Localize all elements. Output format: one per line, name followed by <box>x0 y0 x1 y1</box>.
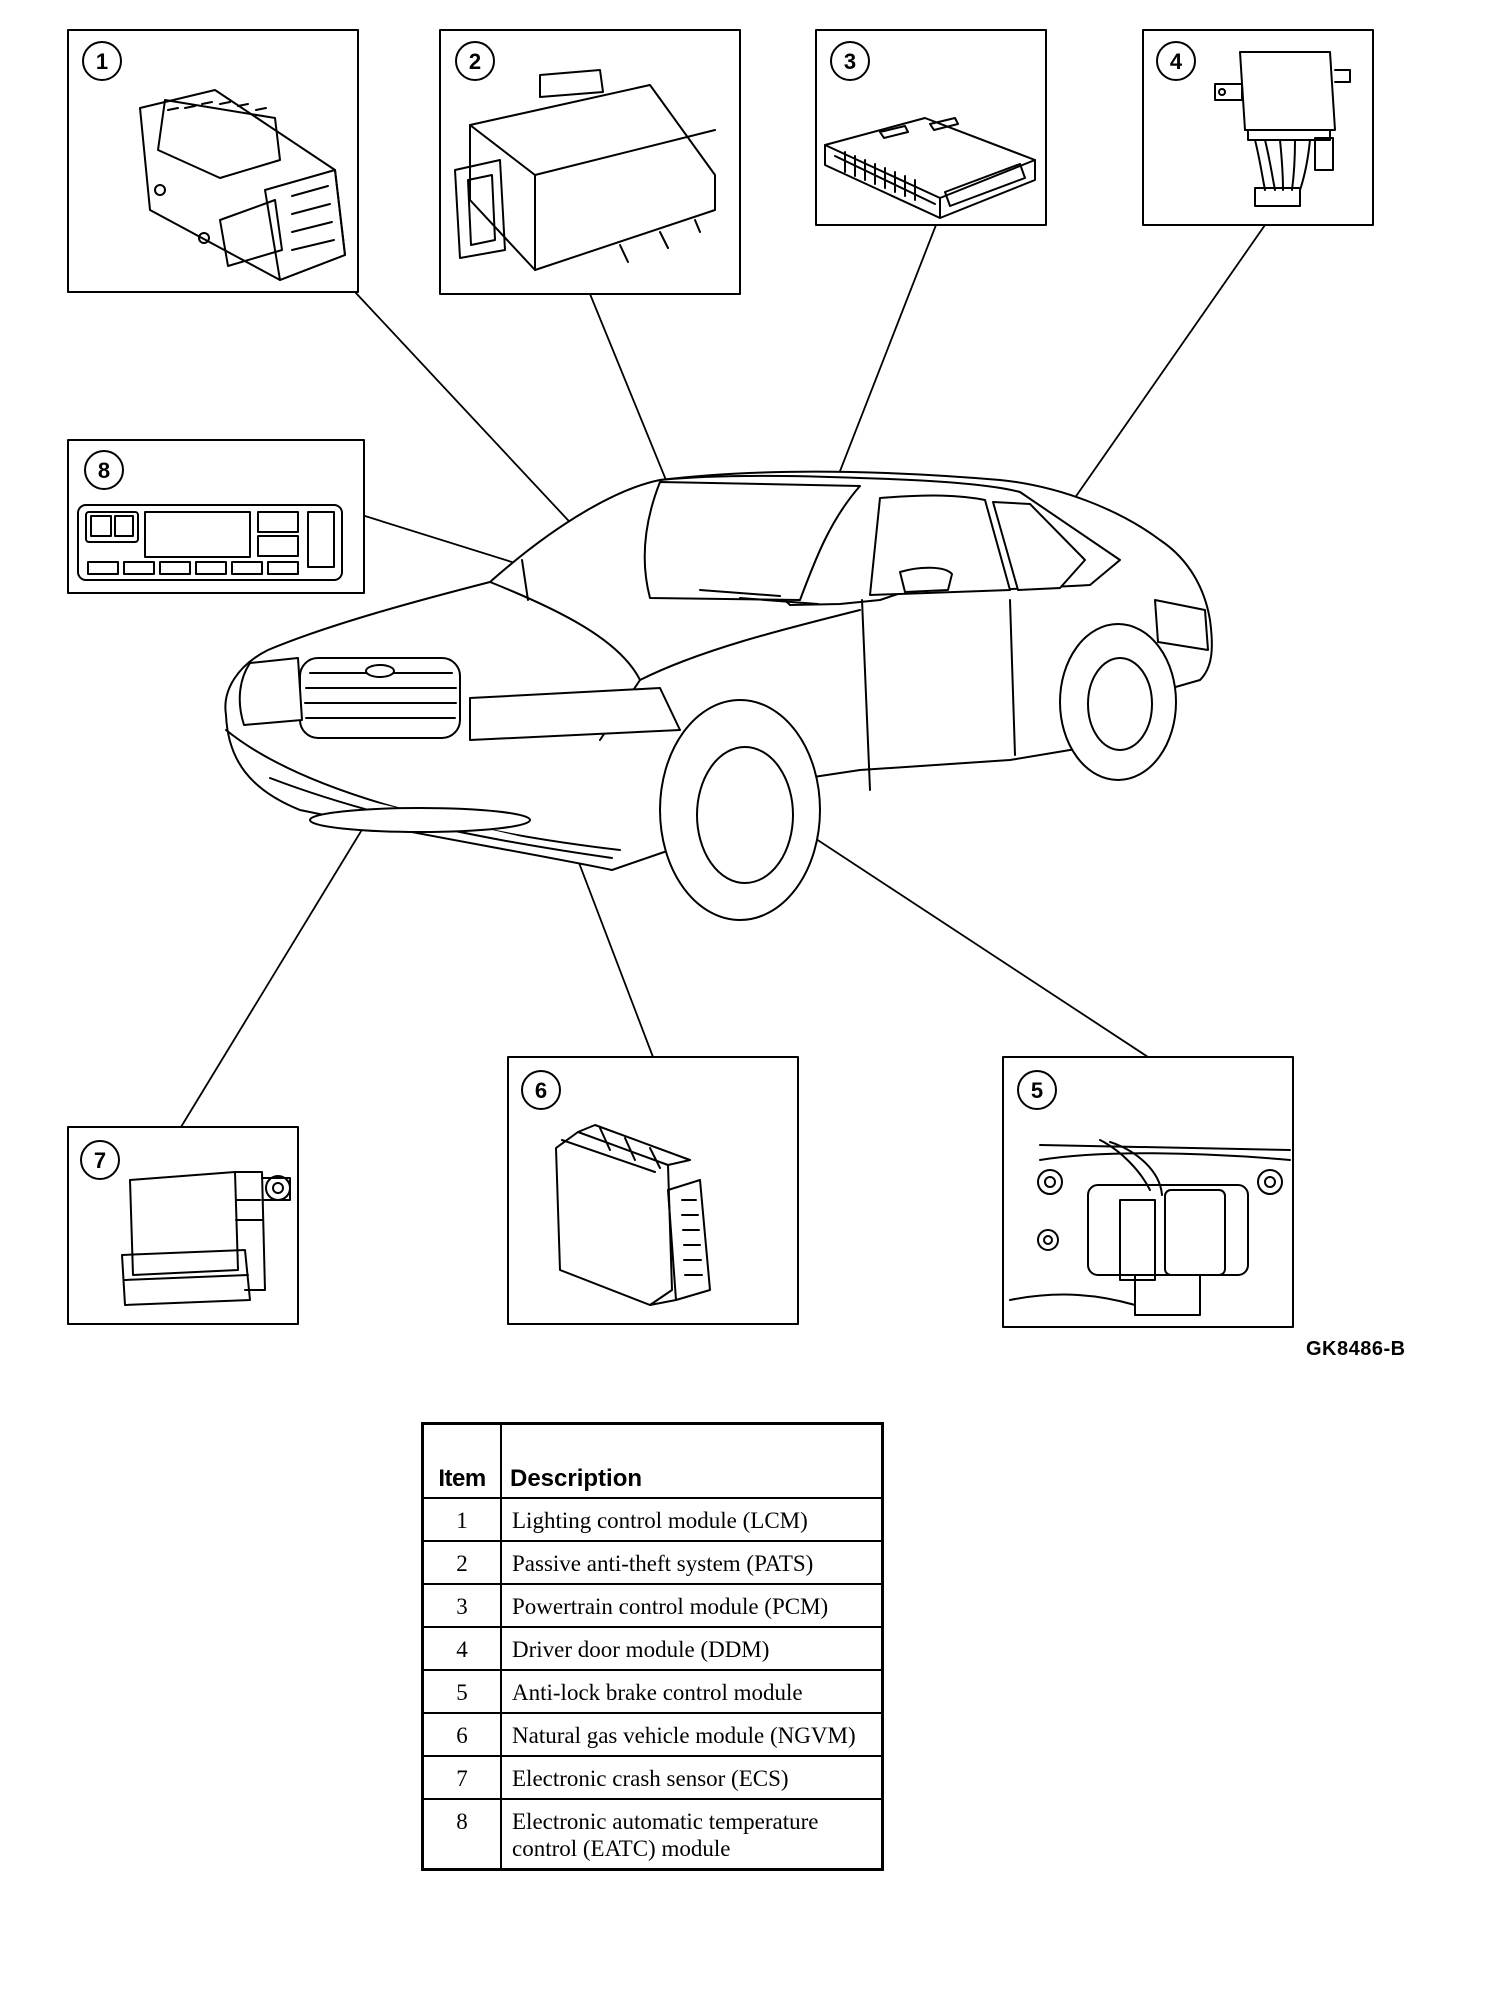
powertrain-control-module-icon <box>824 117 1036 219</box>
callout-box-8: 8 <box>67 439 365 594</box>
anti-lock-brake-module-icon <box>1009 1139 1291 1316</box>
table-row: 3 Powertrain control module (PCM) <box>421 1583 884 1628</box>
item-description: Anti-lock brake control module <box>500 1669 884 1714</box>
item-number: 1 <box>421 1497 502 1542</box>
eatc-control-panel-icon <box>77 504 343 581</box>
item-number: 6 <box>421 1712 502 1757</box>
callout-number-2: 2 <box>469 49 481 74</box>
table-row: 5 Anti-lock brake control module <box>421 1669 884 1714</box>
legend-header-row: Item Description <box>421 1422 884 1499</box>
passive-anti-theft-module-icon <box>454 69 716 271</box>
electronic-crash-sensor-icon <box>121 1171 291 1306</box>
item-description: Electronic automatic temperature control… <box>500 1798 884 1871</box>
vehicle-illustration <box>224 470 1213 921</box>
callout-number-1: 1 <box>96 49 108 74</box>
callout-number-5: 5 <box>1031 1078 1043 1103</box>
item-description: Lighting control module (LCM) <box>500 1497 884 1542</box>
table-row: 2 Passive anti-theft system (PATS) <box>421 1540 884 1585</box>
item-description: Natural gas vehicle module (NGVM) <box>500 1712 884 1757</box>
callout-box-3: 3 <box>815 29 1047 226</box>
callout-number-4: 4 <box>1170 49 1183 74</box>
legend-table: Item Description 1 Lighting control modu… <box>421 1422 884 1871</box>
callout-box-5: 5 <box>1002 1056 1294 1328</box>
item-description: Electronic crash sensor (ECS) <box>500 1755 884 1800</box>
callout-box-1: 1 <box>67 29 359 293</box>
callout-number-7: 7 <box>94 1148 106 1173</box>
lighting-control-module-icon <box>139 89 346 281</box>
table-row: 6 Natural gas vehicle module (NGVM) <box>421 1712 884 1757</box>
callout-box-7: 7 <box>67 1126 299 1325</box>
item-description: Powertrain control module (PCM) <box>500 1583 884 1628</box>
driver-door-module-icon <box>1214 51 1351 207</box>
callout-box-4: 4 <box>1142 29 1374 226</box>
callout-box-2: 2 <box>439 29 741 295</box>
callout-box-6: 6 <box>507 1056 799 1325</box>
item-description: Passive anti-theft system (PATS) <box>500 1540 884 1585</box>
header-item: Item <box>421 1422 502 1499</box>
item-number: 3 <box>421 1583 502 1628</box>
header-description: Description <box>500 1422 884 1499</box>
item-number: 7 <box>421 1755 502 1800</box>
table-row: 7 Electronic crash sensor (ECS) <box>421 1755 884 1800</box>
natural-gas-vehicle-module-icon <box>555 1124 711 1306</box>
figure-id: GK8486-B <box>1306 1338 1406 1360</box>
item-number: 4 <box>421 1626 502 1671</box>
item-number: 5 <box>421 1669 502 1714</box>
item-number: 2 <box>421 1540 502 1585</box>
callout-number-3: 3 <box>844 49 856 74</box>
item-number: 8 <box>421 1798 502 1871</box>
table-row: 1 Lighting control module (LCM) <box>421 1497 884 1542</box>
callout-number-8: 8 <box>98 458 110 483</box>
item-description: Driver door module (DDM) <box>500 1626 884 1671</box>
module-location-diagram: 1 2 3 <box>67 29 1374 1328</box>
table-row: 4 Driver door module (DDM) <box>421 1626 884 1671</box>
callout-number-6: 6 <box>535 1078 547 1103</box>
table-row: 8 Electronic automatic temperature contr… <box>421 1798 884 1871</box>
